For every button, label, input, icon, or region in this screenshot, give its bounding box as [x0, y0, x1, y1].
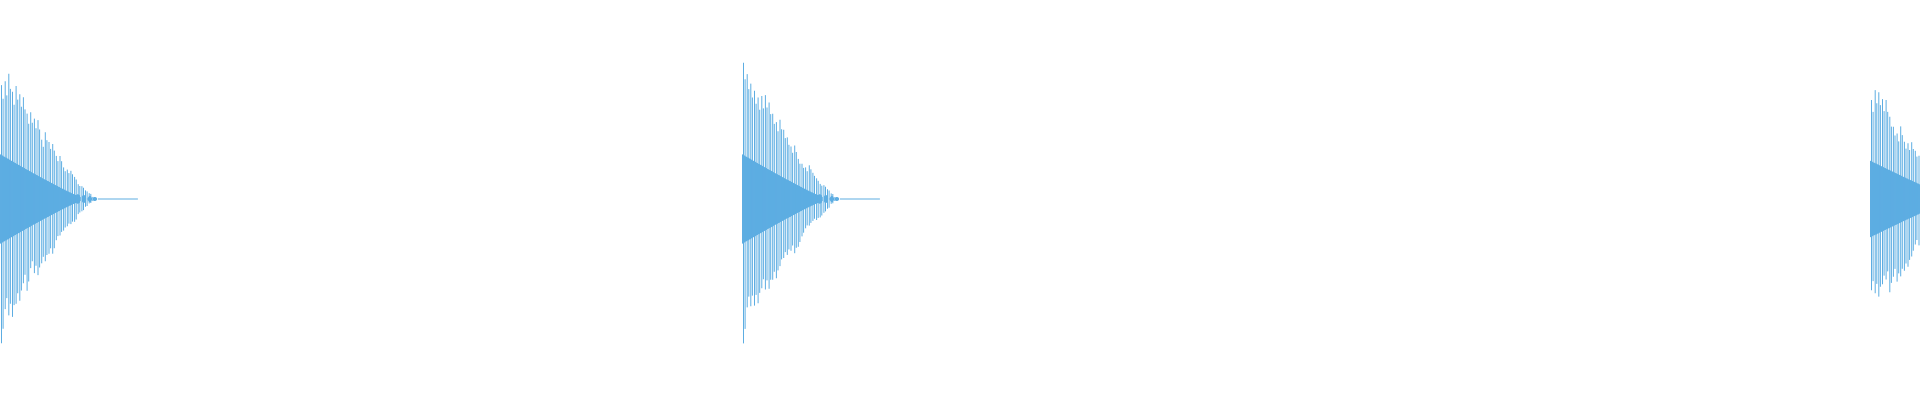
- waveform-tail-blip: [81, 195, 87, 203]
- waveform-burst: [742, 62, 880, 344]
- waveform-tail-blip: [823, 195, 829, 203]
- waveform-tail-blip: [87, 196, 93, 202]
- waveform-tail-blip: [92, 197, 98, 201]
- waveform-tail-blip: [829, 196, 835, 202]
- waveform-tail-blip: [75, 194, 81, 204]
- waveform-tail-blip: [817, 194, 823, 204]
- waveform-bursts: [0, 62, 1920, 344]
- waveform-burst: [1870, 90, 1920, 297]
- waveform-burst: [0, 73, 138, 344]
- waveform-tail-blip: [834, 197, 840, 201]
